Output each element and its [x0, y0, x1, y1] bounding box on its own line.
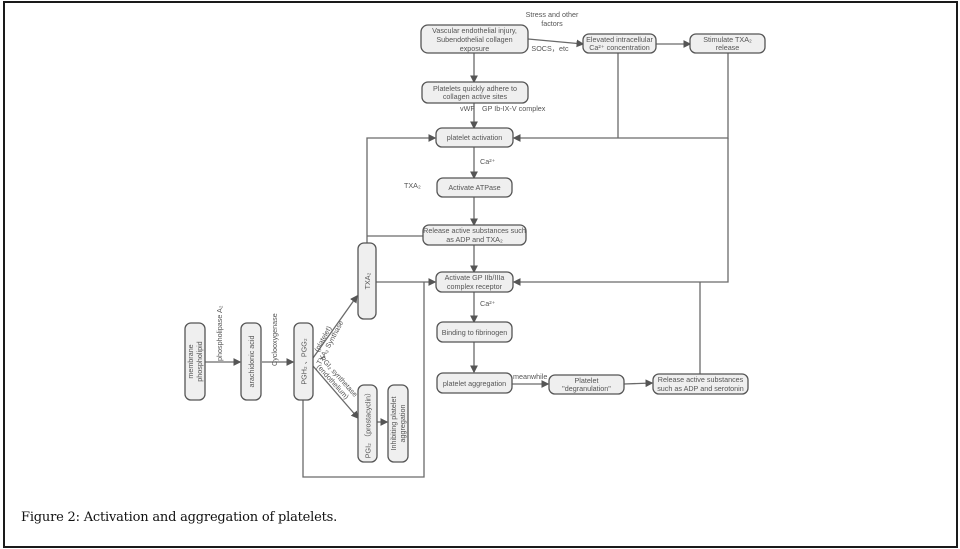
node-platelet-aggregation: platelet aggregation — [436, 372, 513, 394]
svg-text:TXA₂: TXA₂ — [363, 272, 372, 289]
node-platelet-activation: platelet activation — [435, 127, 514, 148]
svg-text:Elevated intracellular: Elevated intracellular — [586, 35, 653, 44]
node-activate-gp: Activate GP IIb/IIIa complex receptor — [435, 271, 514, 293]
conn-pgh2-to-pgi2 — [312, 365, 359, 419]
svg-text:phospholipid: phospholipid — [195, 341, 204, 381]
edge-labels: Stress and other factors SOCS，etc vWF GP… — [215, 10, 579, 401]
svg-text:collagen active sites: collagen active sites — [443, 92, 508, 101]
conn-pgh2-to-txa2 — [312, 294, 358, 359]
node-binding-fibrinogen: Binding to fibrinogen — [436, 321, 513, 343]
svg-text:as ADP and TXA₂: as ADP and TXA₂ — [446, 235, 503, 244]
caption-text: Activation and aggregation of platelets. — [79, 510, 338, 525]
svg-text:exposure: exposure — [460, 44, 490, 53]
svg-text:Subendothelial collagen: Subendothelial collagen — [436, 35, 512, 44]
svg-text:"degranulation": "degranulation" — [562, 384, 611, 393]
node-pgi2: PGI₂ （prostacyclin） — [357, 384, 378, 463]
figure-caption: Figure 2: Activation and aggregation of … — [21, 510, 337, 525]
connectors — [205, 38, 729, 478]
label-vwf: vWF — [460, 104, 475, 113]
svg-text:PGH₂ 、PGG₂: PGH₂ 、PGG₂ — [300, 338, 309, 385]
svg-text:complex receptor: complex receptor — [447, 282, 503, 291]
label-cyclooxygenase: Cyclooxygenase — [270, 313, 279, 366]
svg-text:Activate ATPase: Activate ATPase — [448, 183, 500, 192]
label-phospholipase: phospholipase A₂ — [215, 305, 224, 361]
label-ca-1: Ca²⁺ — [480, 157, 496, 166]
node-txa2: TXA₂ — [357, 242, 377, 320]
node-activate-atpase: Activate ATPase — [436, 177, 513, 198]
svg-text:Platelets quickly adhere to: Platelets quickly adhere to — [433, 84, 517, 93]
label-socs: SOCS，etc — [531, 44, 569, 53]
node-stimulate-txa2: Stimulate TXA₂ release — [689, 33, 766, 54]
svg-text:such as ADP and serotonin: such as ADP and serotonin — [657, 384, 744, 393]
svg-text:Release active substances such: Release active substances such — [423, 226, 526, 235]
node-vascular-injury: Vascular endothelial injury, Subendothel… — [420, 24, 529, 54]
conn-stimulate-to-gp — [512, 138, 729, 286]
label-gp-ib: GP Ib-IX-V complex — [482, 104, 546, 113]
node-inhibiting-aggregation: Inhibiting platelet aggregation — [387, 384, 409, 463]
svg-text:aggregation: aggregation — [398, 405, 407, 443]
svg-text:release: release — [716, 43, 740, 52]
node-release-adp-txa2: Release active substances such as ADP an… — [422, 224, 527, 246]
conn-txa2-to-activation — [366, 134, 437, 243]
svg-text:Stimulate TXA₂: Stimulate TXA₂ — [703, 35, 752, 44]
node-arachidonic-acid: arachidonic acid — [240, 322, 262, 401]
conn-injury-to-elevated-ca — [527, 38, 585, 48]
svg-text:Inhibiting platelet: Inhibiting platelet — [389, 397, 398, 451]
label-txa2-side: TXA₂ — [404, 181, 421, 190]
label-meanwhile: meanwhile — [513, 372, 547, 381]
svg-text:membrane: membrane — [186, 344, 195, 378]
conn-stimulate-to-activation — [512, 53, 729, 142]
svg-text:arachidonic acid: arachidonic acid — [247, 336, 256, 388]
node-pgh2-pgg2: PGH₂ 、PGG₂ — [293, 322, 314, 401]
node-membrane-phospholipid: membrane phospholipid — [184, 322, 206, 401]
svg-text:Ca²⁺ concentration: Ca²⁺ concentration — [589, 43, 650, 52]
svg-text:Platelet: Platelet — [575, 376, 599, 385]
svg-text:Release active substances: Release active substances — [658, 375, 744, 384]
node-degranulation: Platelet "degranulation" — [548, 374, 625, 395]
svg-text:PGI₂ （prostacyclin）: PGI₂ （prostacyclin） — [364, 389, 373, 459]
svg-text:Vascular endothelial injury,: Vascular endothelial injury, — [432, 26, 517, 35]
caption-label: Figure 2: — [21, 510, 80, 525]
label-stress-factors: Stress and other — [526, 10, 579, 19]
conn-degranulation-to-release — [623, 379, 654, 388]
conn-pgh2-loop — [302, 282, 425, 478]
node-elevated-ca: Elevated intracellular Ca²⁺ concentratio… — [582, 33, 657, 54]
svg-text:platelet aggregation: platelet aggregation — [443, 379, 506, 388]
svg-text:Binding to fibrinogen: Binding to fibrinogen — [442, 328, 508, 337]
node-platelets-adhere: Platelets quickly adhere to collagen act… — [421, 81, 529, 104]
svg-text:Activate GP IIb/IIIa: Activate GP IIb/IIIa — [445, 273, 505, 282]
label-stress-factors-2: factors — [541, 19, 563, 28]
svg-text:platelet activation: platelet activation — [447, 133, 503, 142]
label-ca-2: Ca²⁺ — [480, 299, 496, 308]
figure-frame — [3, 1, 958, 548]
node-release-adp-serotonin: Release active substances such as ADP an… — [652, 373, 749, 395]
